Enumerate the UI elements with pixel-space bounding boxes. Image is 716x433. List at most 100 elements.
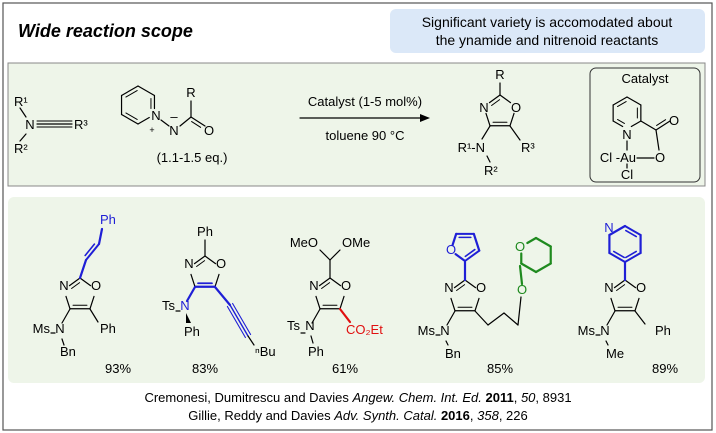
- pyridinium-ylide-reactant: N + N – R O (1.1-1.5 eq.): [149, 85, 227, 165]
- reference-segment: , 226: [499, 408, 528, 423]
- single-bond: [612, 120, 624, 128]
- single-bond: [137, 116, 150, 125]
- ynamide-reactant: R¹ N R² R³: [14, 94, 88, 156]
- single-bond: [160, 119, 170, 127]
- thp-ring-o: O: [515, 239, 525, 254]
- single-bond: [329, 249, 341, 261]
- amide-group: Ms: [33, 321, 51, 336]
- amide-group: Ts: [287, 318, 301, 333]
- single-bond: [518, 264, 524, 286]
- single-bond: [486, 155, 491, 163]
- ring-n: N: [444, 280, 453, 295]
- furan-o: O: [446, 242, 456, 257]
- double-bond-inner: [464, 248, 476, 258]
- single-bond: [608, 252, 626, 263]
- reference-segment: 50: [521, 390, 536, 405]
- single-bond: [85, 243, 100, 261]
- single-bond: [608, 224, 627, 237]
- single-bond: [318, 277, 331, 287]
- reference-2: Gillie, Reddy and Davies Adv. Synth. Cat…: [188, 408, 527, 423]
- callout-background: [390, 9, 705, 53]
- yield: 85%: [487, 361, 513, 376]
- arrow-head: [420, 114, 430, 122]
- scope-compound-2: Ph N O Ts N Ph ⁿBu 83%: [162, 224, 276, 376]
- single-bond: [634, 310, 646, 325]
- single-bond: [472, 232, 481, 252]
- double-bond-inner: [84, 243, 96, 257]
- oxazole-product: R N O R¹-N R² R³: [458, 67, 536, 178]
- ylide-plus-charge: +: [149, 125, 154, 135]
- catalyst-carbonyl-o: O: [669, 113, 679, 128]
- c5-substituent: ⁿBu: [255, 344, 276, 359]
- single-bond: [213, 285, 232, 307]
- single-bond: [61, 308, 71, 324]
- ynamide-r2: R²: [14, 141, 28, 156]
- yield: 61%: [332, 361, 358, 376]
- ynamide-r3: R³: [74, 117, 88, 132]
- reference-segment: ,: [514, 390, 521, 405]
- amide-group: Ms: [578, 323, 596, 338]
- double-bond-inner: [625, 250, 638, 259]
- conditions-solvent-temperature: toluene 90 °C: [326, 128, 405, 143]
- catalyst-frame: [589, 67, 701, 183]
- single-bond: [310, 335, 314, 344]
- c2-substituent: Ph: [197, 224, 213, 239]
- single-bond: [247, 335, 255, 346]
- double-bond-inner: [71, 282, 81, 289]
- catalyst-box: Catalyst N O Cl -Au O Cl: [589, 67, 701, 183]
- single-bond: [137, 85, 156, 97]
- pyridine-n: N: [604, 220, 613, 235]
- single-bond: [185, 285, 197, 303]
- single-bond: [624, 279, 637, 289]
- reaction-conditions: Catalyst (1-5 mol%) toluene 90 °C: [308, 94, 422, 143]
- reference-segment: Adv. Synth. Catal.: [333, 408, 437, 423]
- n-substituent: Bn: [60, 344, 76, 359]
- ring-n: N: [59, 278, 68, 293]
- single-bond: [179, 116, 192, 127]
- double-bond-inner: [617, 118, 625, 124]
- single-bond: [626, 96, 642, 106]
- single-bond: [445, 340, 449, 346]
- reference-segment: , 8931: [535, 390, 571, 405]
- single-bond: [120, 85, 139, 97]
- slide-title: Wide reaction scope: [18, 21, 193, 41]
- single-bond: [612, 96, 628, 106]
- single-bond: [19, 107, 27, 118]
- single-bond: [624, 252, 642, 263]
- ring-o: O: [476, 280, 486, 295]
- single-bond: [655, 129, 660, 151]
- single-bond: [640, 120, 657, 131]
- single-bond: [311, 308, 321, 324]
- amine-n: N: [600, 323, 609, 338]
- scope-compound-4: O N O Ms N Bn O O 85%: [418, 239, 527, 376]
- ylide-minus-charge: –: [170, 109, 178, 124]
- double-bond-inner: [196, 260, 206, 267]
- double-bond-inner: [656, 119, 667, 126]
- single-bond: [190, 273, 196, 288]
- scope-compound-3: MeO OMe N O Ts N Ph CO₂Et 61%: [287, 235, 383, 376]
- single-bond: [450, 297, 456, 312]
- reference-segment: ,: [470, 408, 477, 423]
- scope-compound-5: N N O Ms N Me Ph 89%: [578, 220, 679, 376]
- single-bond: [204, 255, 217, 265]
- wedge-bond: [186, 313, 191, 323]
- n-substituent: Ph: [184, 324, 200, 339]
- single-bond: [610, 297, 616, 312]
- ylide-equivalents: (1.1-1.5 eq.): [157, 150, 228, 165]
- double-bond-inner: [625, 229, 638, 238]
- catalyst-title: Catalyst: [622, 71, 669, 86]
- single-bond: [487, 312, 505, 326]
- single-bond: [474, 310, 489, 326]
- reference-segment: Cremonesi, Dumitrescu and Davies: [144, 390, 352, 405]
- single-bond: [485, 112, 491, 127]
- scope-examples-panel: [8, 197, 705, 383]
- chain-o: O: [517, 282, 527, 297]
- single-bond: [488, 94, 501, 104]
- single-bond: [190, 116, 206, 127]
- catalyst-cl-au: Cl -Au: [600, 150, 636, 165]
- single-bond: [606, 310, 616, 326]
- single-bond: [624, 225, 642, 236]
- double-bond-inner: [125, 90, 138, 98]
- single-bond: [120, 113, 139, 125]
- callout-line-2: the ynamide and nitrenoid reactants: [436, 32, 659, 48]
